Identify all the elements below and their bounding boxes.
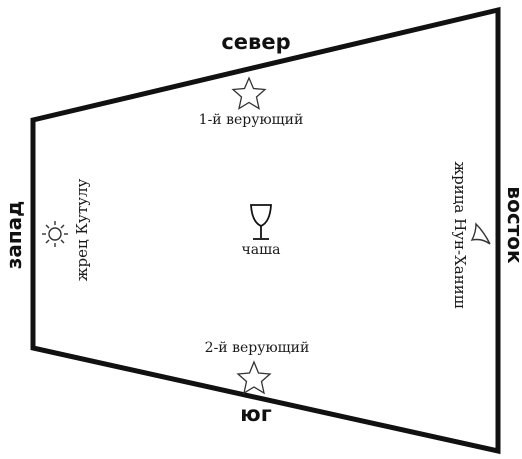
west-label: запад bbox=[2, 201, 26, 270]
priestess-marker: жрица Нун-Ханиш bbox=[451, 161, 491, 309]
priestess-label: жрица Нун-Ханиш bbox=[451, 161, 469, 308]
cup-marker: чаша bbox=[242, 204, 281, 258]
first-believer-label: 1-й верующий bbox=[199, 112, 304, 128]
north-label: север bbox=[221, 30, 290, 54]
crescent-moon-icon bbox=[470, 222, 491, 245]
first-believer-marker: 1-й верующий bbox=[199, 76, 304, 128]
south-label: юг bbox=[240, 402, 271, 426]
sun-icon bbox=[42, 221, 68, 247]
second-believer-marker: 2-й верующий bbox=[205, 340, 310, 395]
second-believer-label: 2-й верующий bbox=[205, 340, 310, 356]
priest-marker: жрец Кутулу bbox=[42, 179, 91, 282]
goblet-icon bbox=[250, 204, 272, 240]
star-icon bbox=[231, 76, 267, 110]
star-icon bbox=[236, 360, 272, 395]
cup-label: чаша bbox=[242, 242, 281, 258]
priest-label: жрец Кутулу bbox=[73, 179, 91, 282]
east-label: восток bbox=[503, 186, 522, 264]
ritual-area-outline bbox=[30, 6, 501, 455]
